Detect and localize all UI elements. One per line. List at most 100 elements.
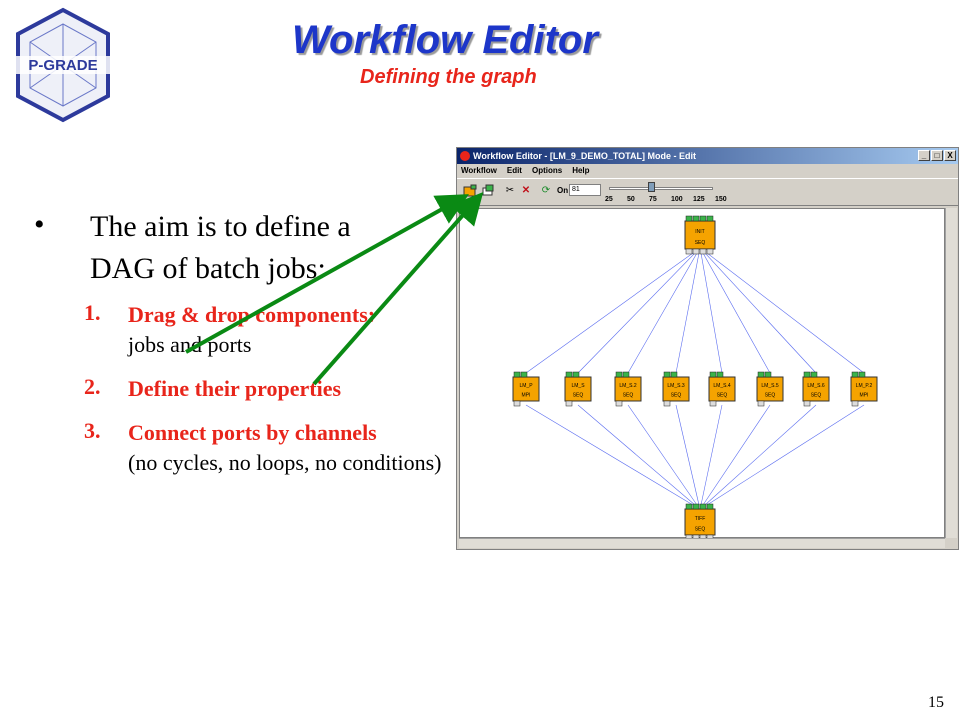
list-number: 1. (84, 300, 101, 325)
zoom-on-label: On (557, 186, 569, 195)
port (709, 400, 717, 407)
channel-edge (706, 252, 865, 374)
channel-edge (525, 252, 694, 374)
list-heading: Drag & drop components: (128, 302, 376, 327)
job-init-type: SEQ (695, 240, 706, 246)
job-tiff-box (684, 508, 716, 536)
page-number: 15 (928, 694, 944, 711)
new-port-icon[interactable] (481, 184, 495, 198)
port (706, 503, 714, 510)
port (615, 371, 623, 378)
job-middle-box (614, 376, 642, 402)
java-icon (460, 151, 470, 161)
list-sub: (no cycles, no loops, no conditions) (128, 450, 442, 475)
zoom-value-input[interactable]: 81 (569, 184, 601, 196)
window-title: Workflow Editor - [LM_9_DEMO_TOTAL] Mode… (473, 151, 696, 161)
delete-icon[interactable]: ✕ (521, 185, 531, 196)
job-middle-name: LM_S (571, 383, 585, 389)
vertical-scrollbar[interactable] (945, 208, 957, 538)
port (670, 371, 678, 378)
job-middle-name: LM_P (519, 383, 533, 389)
job-middle-type: SEQ (765, 393, 776, 399)
port (716, 371, 724, 378)
bullet-text: The aim is to define a DAG of batch jobs… (90, 210, 351, 285)
job-middle-name: LM_S.6 (807, 383, 824, 389)
menu-help[interactable]: Help (572, 166, 590, 175)
zoom-slider-thumb[interactable] (648, 182, 655, 192)
zoom-tick: 125 (693, 196, 705, 203)
zoom-slider-track[interactable] (609, 187, 713, 190)
list-number: 2. (84, 374, 101, 399)
zoom-tick: 150 (715, 196, 727, 203)
channel-edge (706, 404, 865, 506)
slide-subtitle: Defining the graph (360, 66, 537, 88)
port (685, 503, 693, 510)
job-init-name: INIT (695, 229, 704, 235)
zoom-tick: 25 (605, 196, 613, 203)
port (699, 248, 707, 255)
channel-edge (700, 252, 723, 374)
job-middle-box (850, 376, 878, 402)
job-middle-type: MPI (522, 393, 531, 399)
job-tiff-name: TIFF (695, 516, 706, 522)
port (520, 371, 528, 378)
p-grade-logo: P-GRADE (8, 6, 118, 124)
port (764, 371, 772, 378)
channel-edge (675, 252, 700, 374)
steps-list: 1. Drag & drop components: jobs and port… (84, 300, 454, 492)
job-middle-type: SEQ (811, 393, 822, 399)
cut-icon[interactable]: ✂ (505, 185, 515, 196)
port (699, 503, 707, 510)
job-middle-name: LM_S.5 (761, 383, 778, 389)
job-middle-type: SEQ (573, 393, 584, 399)
job-tiff-type: SEQ (695, 526, 706, 532)
channel-edge (702, 252, 771, 374)
port (706, 248, 714, 255)
job-middle-type: SEQ (671, 393, 682, 399)
port (699, 215, 707, 222)
channel-edge (704, 404, 817, 506)
bullet-marker: • (34, 208, 45, 241)
minimize-button[interactable]: _ (918, 150, 930, 161)
channel-edge (702, 404, 771, 506)
port (692, 248, 700, 255)
workflow-editor-window: Workflow Editor - [LM_9_DEMO_TOTAL] Mode… (456, 147, 959, 550)
new-job-icon[interactable] (463, 184, 477, 198)
job-middle-box (756, 376, 784, 402)
port (572, 371, 580, 378)
port (565, 400, 573, 407)
port (615, 400, 623, 407)
channel-edge (627, 252, 698, 374)
menu-workflow[interactable]: Workflow (461, 166, 497, 175)
port (803, 400, 811, 407)
port (810, 371, 818, 378)
job-middle-type: SEQ (623, 393, 634, 399)
port (757, 400, 765, 407)
logo-text: P-GRADE (28, 57, 97, 74)
list-number: 3. (84, 418, 101, 443)
job-middle-box (662, 376, 690, 402)
job-middle-name: LM_P.2 (856, 383, 873, 389)
list-heading: Define their properties (128, 376, 342, 401)
port (663, 371, 671, 378)
menu-edit[interactable]: Edit (506, 166, 522, 175)
port (706, 215, 714, 222)
horizontal-scrollbar[interactable] (459, 538, 945, 548)
port (858, 371, 866, 378)
channel-edge (525, 404, 694, 506)
list-item: 2. Define their properties (84, 374, 454, 404)
menu-options[interactable]: Options (531, 166, 563, 175)
port (803, 371, 811, 378)
port (685, 248, 693, 255)
window-title-bar[interactable]: Workflow Editor - [LM_9_DEMO_TOTAL] Mode… (457, 148, 958, 164)
port (685, 215, 693, 222)
job-middle-type: MPI (860, 393, 869, 399)
maximize-button[interactable]: □ (931, 150, 943, 161)
port (851, 371, 859, 378)
close-button[interactable]: X (944, 150, 956, 161)
job-init-box (684, 220, 716, 250)
refresh-icon[interactable]: ⟳ (541, 185, 551, 196)
port (851, 400, 859, 407)
workflow-graph: INITSEQLM_PMPILM_SSEQLM_S.2SEQLM_S.3SEQL… (512, 215, 878, 541)
